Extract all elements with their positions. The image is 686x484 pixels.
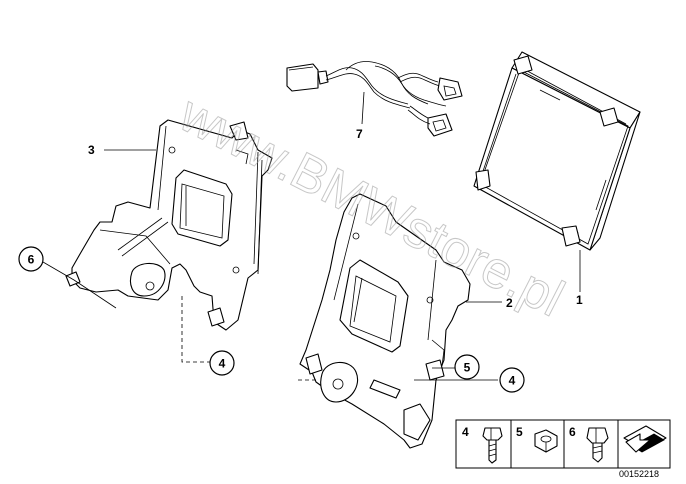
hex-nut-icon bbox=[534, 429, 558, 453]
leader-lines bbox=[42, 91, 581, 381]
svg-text:4: 4 bbox=[509, 374, 516, 388]
hex-bolt-icon bbox=[482, 427, 503, 464]
bmw-catalog-arrow-icon bbox=[623, 425, 667, 453]
callout-part-7: 7 bbox=[356, 127, 363, 141]
callout-part-5: 5 bbox=[454, 354, 480, 380]
legend-item-4-label: 4 bbox=[462, 425, 469, 439]
callout-part-6: 6 bbox=[18, 246, 44, 272]
svg-text:6: 6 bbox=[28, 253, 35, 267]
control-unit-drawing bbox=[473, 51, 641, 251]
diagram-code: 00152218 bbox=[619, 469, 659, 479]
fastener-legend: 4 5 6 bbox=[455, 419, 671, 469]
hex-screw-icon bbox=[586, 427, 609, 463]
callout-part-2: 2 bbox=[506, 296, 513, 310]
right-bracket-drawing bbox=[299, 193, 471, 449]
callout-part-4-left: 4 bbox=[209, 350, 235, 376]
callout-part-4-right: 4 bbox=[499, 367, 525, 393]
svg-text:4: 4 bbox=[219, 357, 226, 371]
left-bracket-drawing bbox=[65, 119, 273, 331]
callout-part-3: 3 bbox=[88, 143, 95, 157]
callout-part-1: 1 bbox=[576, 293, 583, 307]
wiring-harness-drawing bbox=[286, 61, 463, 137]
svg-text:5: 5 bbox=[464, 361, 471, 375]
legend-item-5-label: 5 bbox=[516, 425, 523, 439]
legend-item-6-label: 6 bbox=[569, 425, 576, 439]
